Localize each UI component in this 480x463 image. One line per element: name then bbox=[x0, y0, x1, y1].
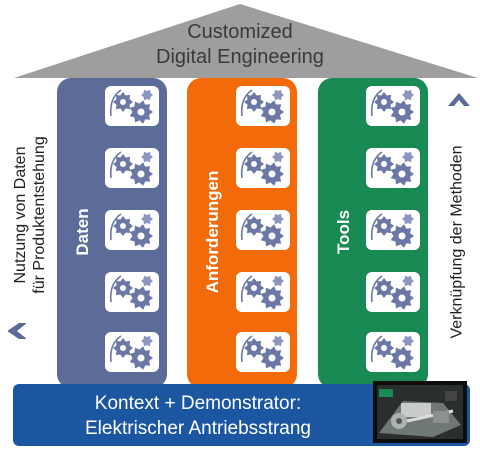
roof-shape bbox=[14, 4, 478, 78]
gears-icon bbox=[366, 148, 420, 188]
gears-icon bbox=[105, 272, 159, 312]
chevron-up-right-icon bbox=[448, 93, 470, 106]
gears-icon bbox=[105, 210, 159, 250]
left-side-line1: Nutzung von Daten bbox=[12, 146, 29, 284]
drivetrain-photo bbox=[373, 381, 467, 443]
base-title-line1: Kontext + Demonstrator: bbox=[94, 393, 302, 414]
chevron-down-left-icon bbox=[8, 323, 26, 339]
gears-icon bbox=[236, 272, 290, 312]
gears-icon bbox=[366, 332, 420, 372]
gears-icon bbox=[366, 86, 420, 126]
gears-icon bbox=[236, 86, 290, 126]
gears-icon bbox=[105, 332, 159, 372]
pillar-label-daten: Daten bbox=[73, 208, 92, 256]
roof-title-line1: Customized bbox=[187, 21, 293, 43]
gears-icon bbox=[236, 210, 290, 250]
right-side-label: Verknüpfung der Methoden bbox=[448, 145, 466, 339]
gears-icon bbox=[366, 210, 420, 250]
gears-icon bbox=[236, 148, 290, 188]
left-side-line2: für Produktentstehung bbox=[31, 136, 48, 294]
pillar-label-anforderungen: Anforderungen bbox=[203, 170, 222, 294]
gears-icon bbox=[366, 272, 420, 312]
roof-title-line2: Digital Engineering bbox=[156, 46, 324, 68]
gears-icon bbox=[105, 148, 159, 188]
gears-icon bbox=[236, 332, 290, 372]
pillar-label-tools: Tools bbox=[334, 209, 353, 255]
left-side-label: Nutzung von Daten für Produktentstehung bbox=[11, 136, 49, 293]
base-title-line2: Elektrischer Antriebsstrang bbox=[85, 418, 311, 439]
gears-icon bbox=[105, 86, 159, 126]
